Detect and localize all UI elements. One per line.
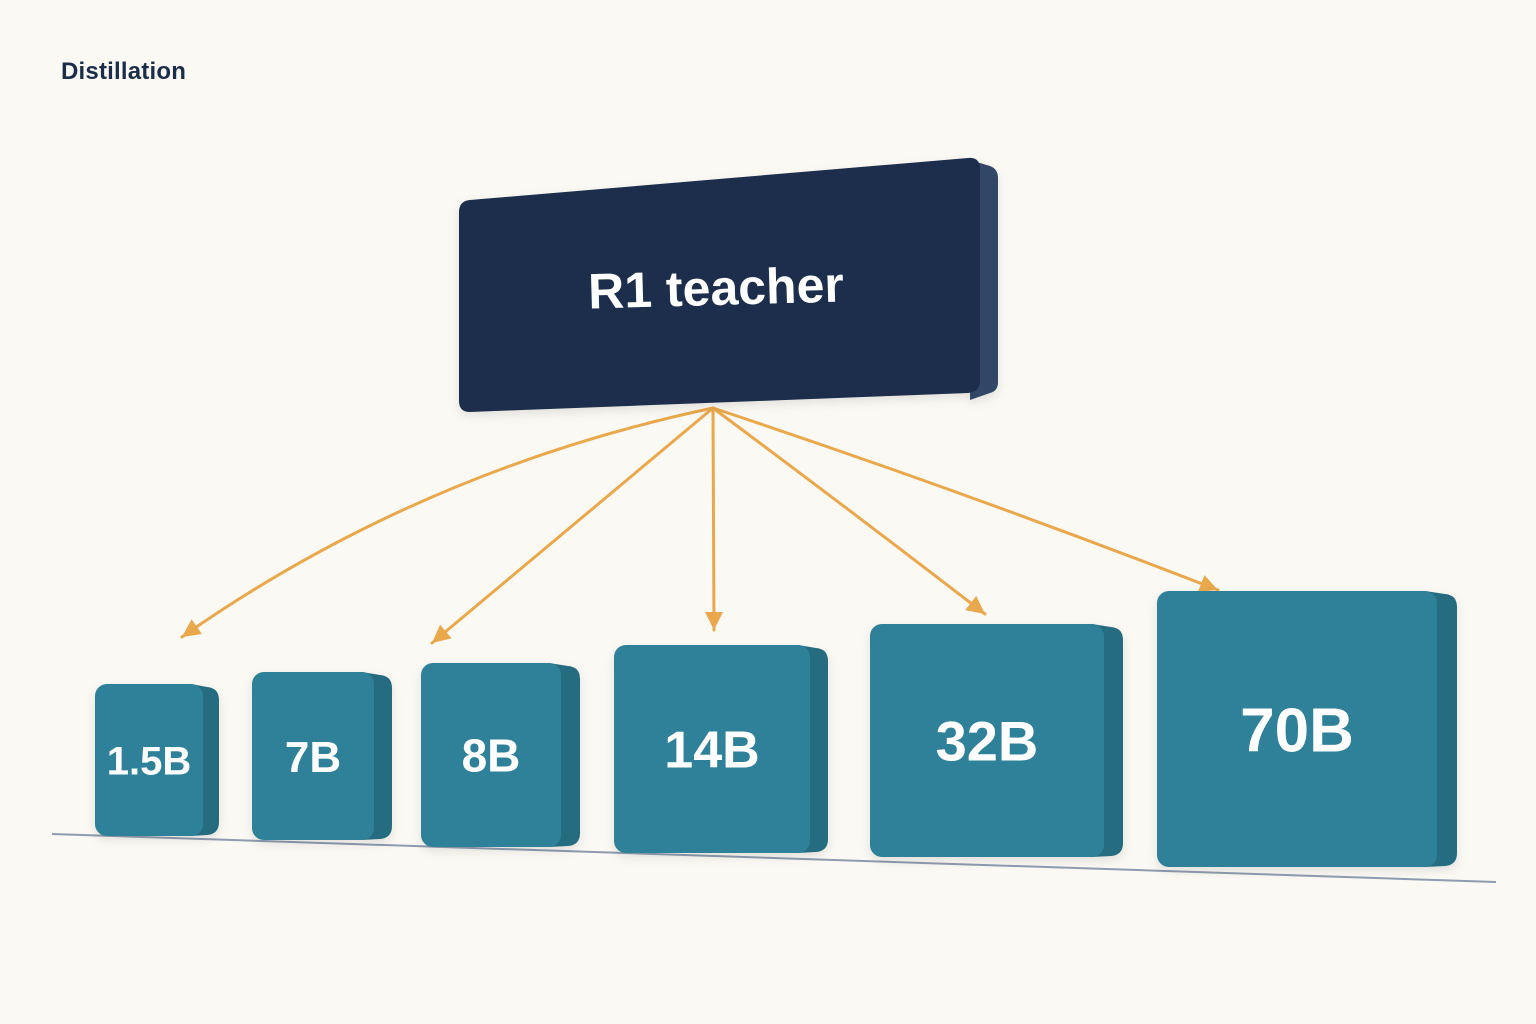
arrow-head [182, 619, 202, 637]
distill-arrow [711, 406, 1220, 592]
student-label: 70B [1240, 696, 1354, 765]
student-label: 1.5B [107, 739, 192, 783]
student-block: 8B [421, 663, 580, 847]
student-label: 7B [285, 733, 341, 782]
distill-arrow [711, 406, 716, 632]
student-block: 70B [1157, 591, 1457, 867]
arrow-head [705, 612, 723, 630]
student-block-face [95, 684, 203, 836]
distill-arrow [430, 406, 715, 645]
teacher-block: R1 teacher [459, 157, 998, 412]
arrow-head [965, 595, 985, 614]
teacher-block-face [459, 157, 980, 412]
student-label: 32B [936, 710, 1039, 773]
student-block-face [614, 645, 810, 853]
student-label: 14B [664, 722, 759, 780]
teacher-label: R1 teacher [587, 256, 844, 319]
student-block-face [421, 663, 561, 847]
student-block: 7B [252, 672, 392, 840]
student-block-face [252, 672, 374, 840]
student-group: 1.5B 7B 8B 14B 32B 70B [95, 591, 1457, 867]
student-block: 32B [870, 624, 1123, 857]
student-block: 14B [614, 645, 828, 853]
distill-arrow [180, 406, 715, 639]
page-title: Distillation [61, 58, 187, 85]
arrow-head [432, 624, 452, 643]
student-block-face [1157, 591, 1437, 867]
student-label: 8B [462, 730, 521, 782]
baseline [51, 833, 1497, 883]
student-block: 1.5B [95, 684, 219, 836]
arrow-head [1197, 575, 1218, 592]
student-block-face [870, 624, 1104, 857]
arrow-group [180, 406, 1220, 645]
distill-arrow [711, 406, 987, 616]
